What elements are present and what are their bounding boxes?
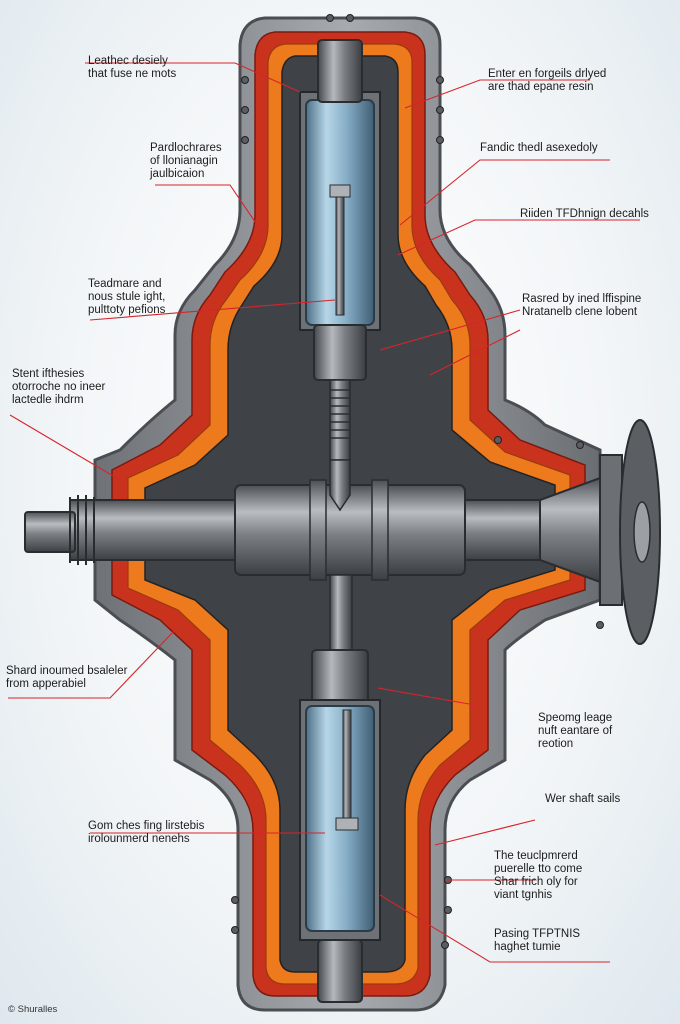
- central-hub: [234, 484, 466, 576]
- upper-bushing: [313, 324, 367, 381]
- lower-rod-clip: [335, 817, 359, 831]
- hub-collar-left: [309, 479, 327, 581]
- lower-bushing: [311, 649, 369, 706]
- upper-rod-clip: [329, 184, 351, 198]
- lower-connecting-rod: [329, 574, 353, 656]
- left-shaft-threads: [69, 495, 95, 565]
- right-flange-body: [599, 454, 623, 606]
- label-right-3: Riiden TFDhnign decahls: [520, 208, 649, 220]
- label-left-1: Leathec desiely that fuse ne mots: [88, 55, 177, 80]
- threaded-connector: [329, 379, 351, 461]
- leader-lines: [8, 62, 640, 963]
- right-flange-hub: [633, 501, 651, 563]
- label-right-1: Enter en forgeils drlyed are thad epane …: [488, 68, 607, 93]
- label-left-5: Shard inoumed bsaleler from apperabiel: [6, 665, 128, 690]
- lower-inner-rod: [342, 709, 352, 821]
- label-left-3: Teadmare and nous stule ight, pulttoty p…: [88, 278, 166, 316]
- left-shaft-stub: [24, 511, 76, 553]
- label-left-4: Stent ifthesies otorroche no ineer lacte…: [12, 368, 106, 406]
- label-right-4: Rasred by ined lffispine Nratanelb clene…: [522, 293, 642, 318]
- hub-cone-tip: [329, 459, 351, 512]
- label-right-7: The teuclpmrerd puerelle tto come Shar f…: [494, 850, 583, 901]
- upper-inner-rod: [335, 194, 345, 316]
- hub-collar-right: [371, 479, 389, 581]
- image-credit: © Shuralles: [8, 1004, 58, 1015]
- label-right-2: Fandic thedl asexedoly: [480, 142, 598, 154]
- label-left-6: Gom ches fing lirstebis irolounmerd nene…: [88, 820, 205, 845]
- label-left-2: Pardlochrares of llonianagin jaulbicaion: [150, 142, 222, 180]
- upper-piston-cap: [317, 39, 363, 103]
- housing-bolts: [231, 14, 604, 949]
- lower-piston-cap: [317, 939, 363, 1003]
- label-right-8: Pasing TFPTNIS haghet tumie: [494, 928, 581, 953]
- label-right-5: Speomg leage nuft eantare of reotion: [538, 712, 613, 750]
- label-right-6: Wer shaft sails: [545, 793, 621, 805]
